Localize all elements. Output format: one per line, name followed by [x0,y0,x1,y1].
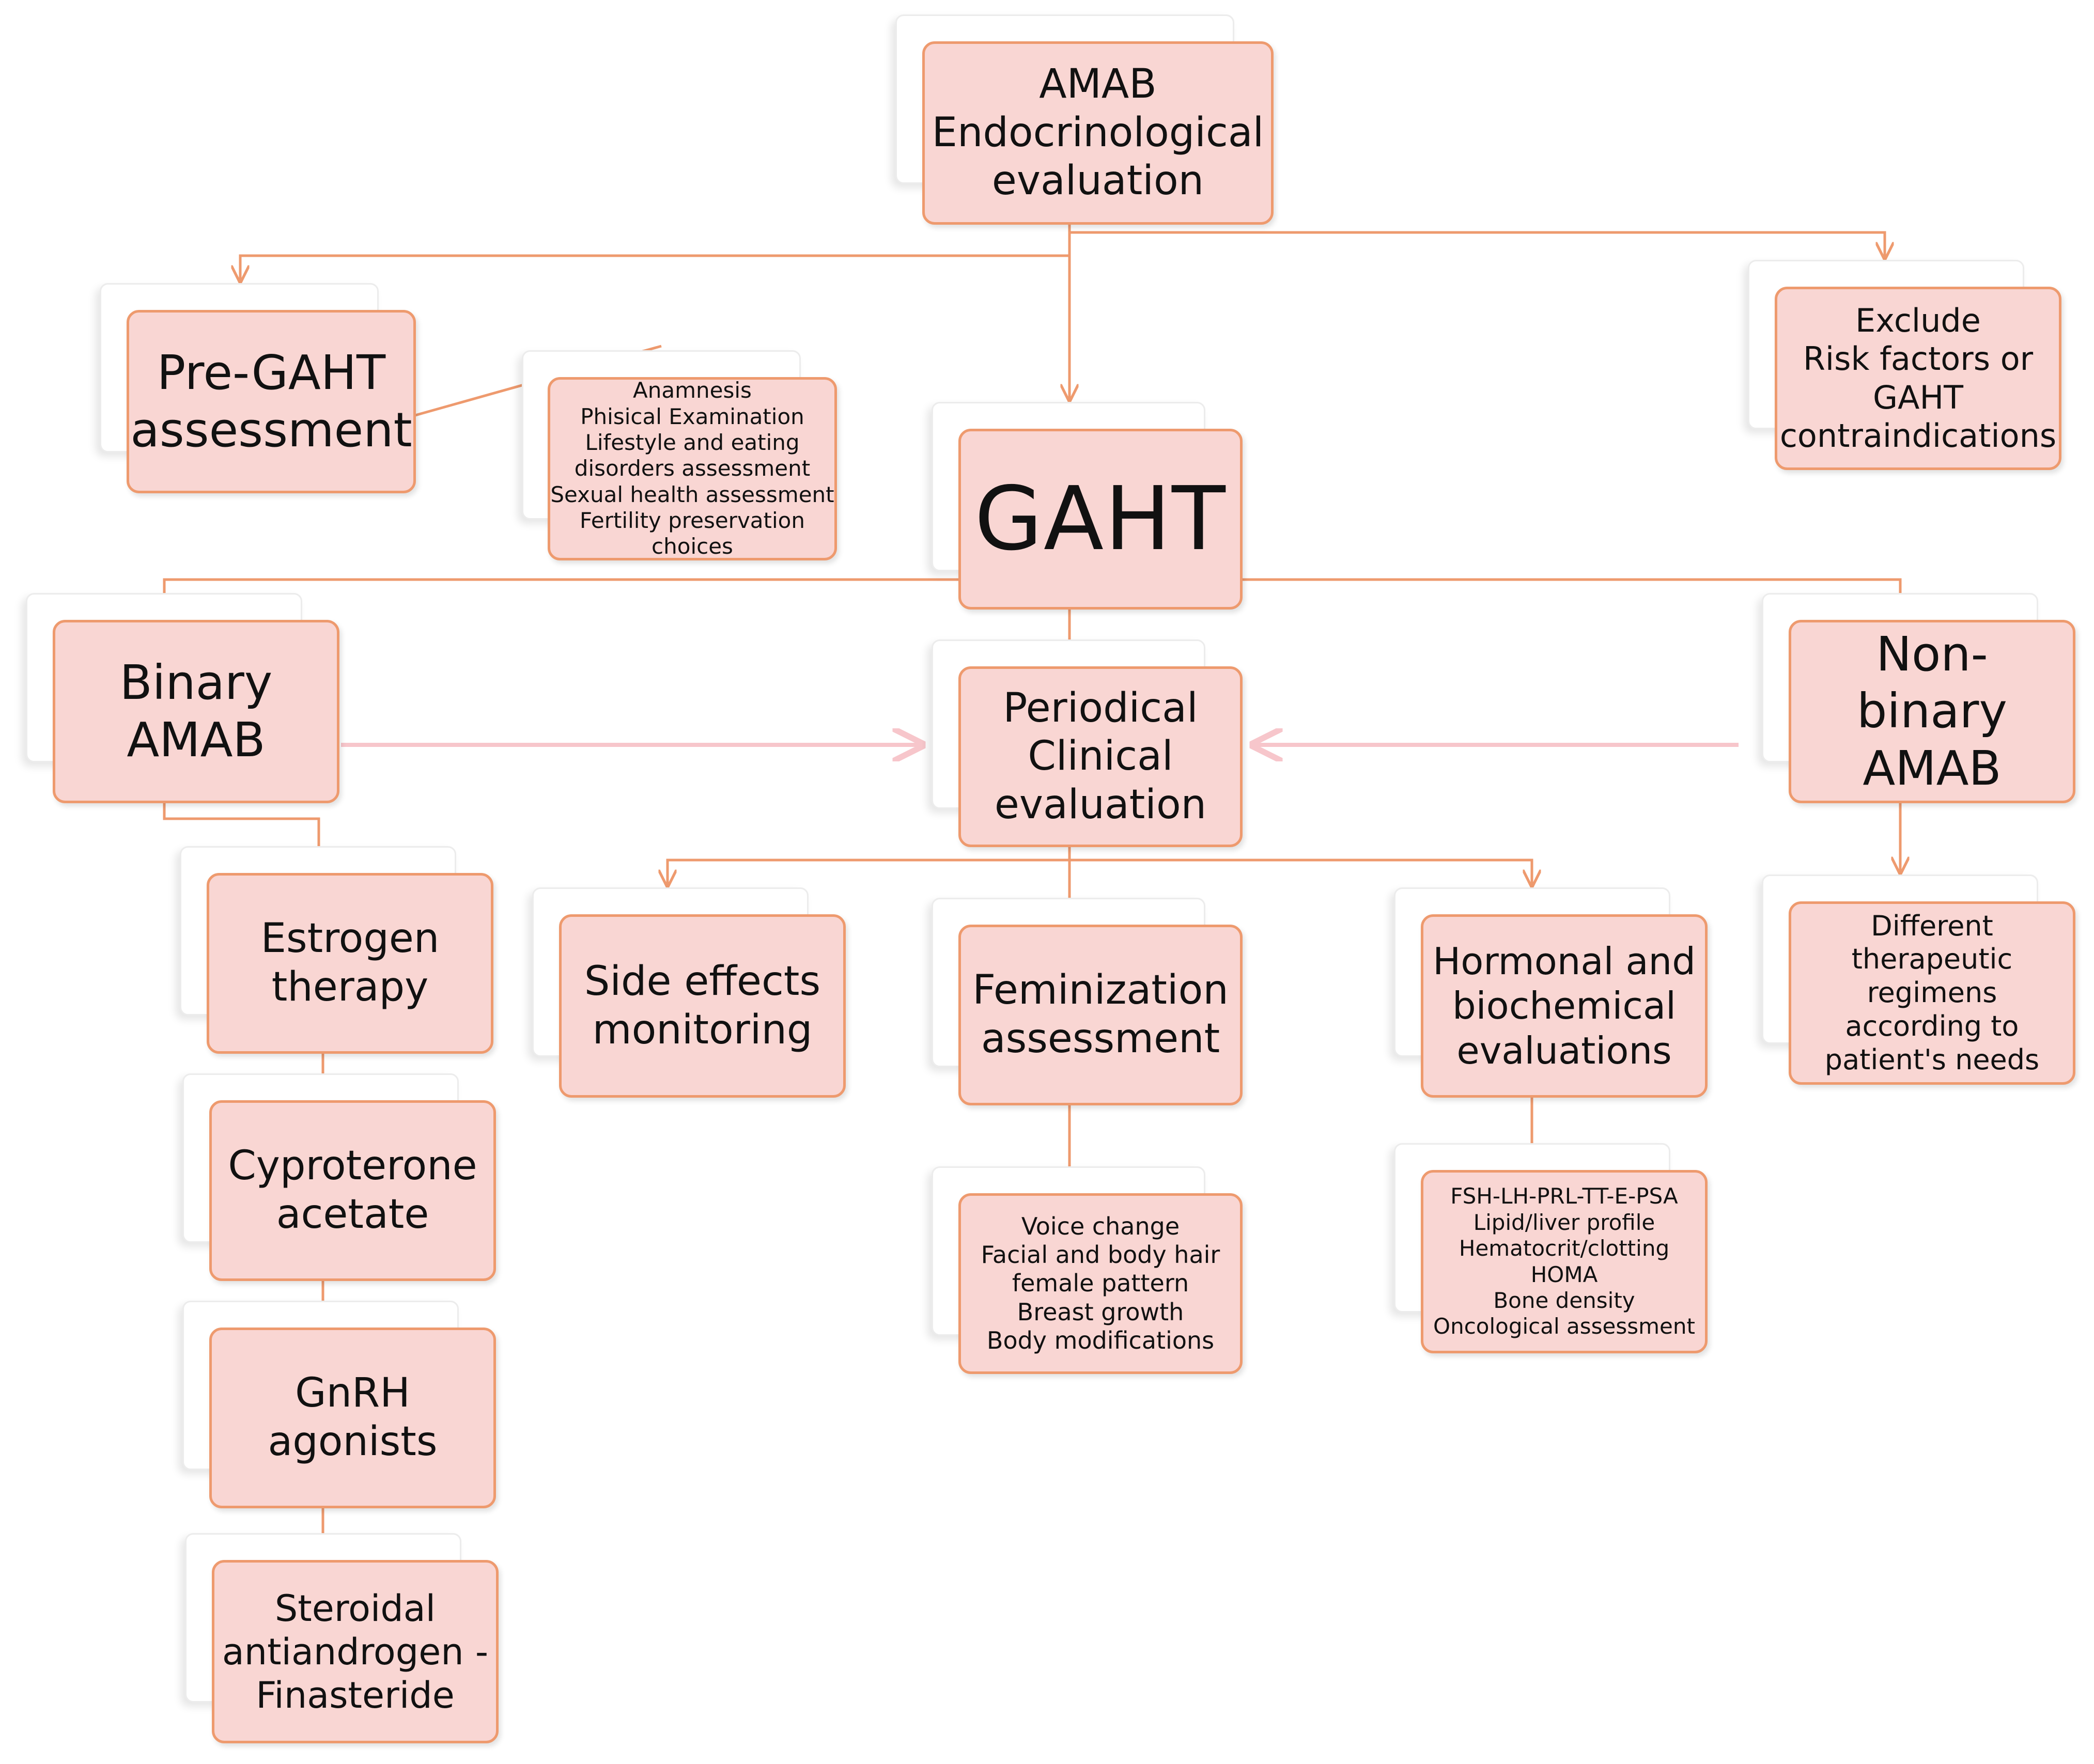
text-line: evaluation [991,158,1204,205]
text-line: assessment [981,1016,1220,1062]
text-line: AMAB [1863,740,2002,796]
text-line: antiandrogen - [222,1630,489,1673]
text-line: Clinical [1028,733,1173,780]
node-non-binary-amab: Non- binary AMAB [1762,593,2075,803]
text-line: Sexual health assessment [550,481,834,507]
text-line: evaluation [994,781,1207,828]
node-hormonal-biochemical-evaluations: Hormonal and biochemical evaluations [1394,887,1708,1098]
text-line: HOMA [1530,1261,1598,1287]
node-gnrh-agonists: GnRH agonists [182,1301,496,1508]
text-line: biochemical [1452,984,1677,1028]
text-line: patient's needs [1824,1043,2040,1076]
text-line: Endocrinological [932,109,1264,156]
text-line: choices [652,534,733,559]
connector-to-hormonal [1069,858,1532,886]
connector-to-exclude [1068,231,1885,258]
text-line: Non- [1876,626,1988,682]
text-line: Finasteride [256,1674,455,1716]
connector-to-side-effects [668,858,1069,886]
text-line: Hormonal and [1433,939,1696,983]
node-hormonal-details: FSH-LH-PRL-TT-E-PSA Lipid/liver profile … [1394,1143,1708,1353]
text-line: GAHT [974,468,1227,570]
node-exclude-risk-factors: Exclude Risk factors or GAHT contraindic… [1748,260,2061,470]
text-line: GAHT [1873,378,1963,416]
node-estrogen-therapy: Estrogen therapy [180,846,493,1054]
text-line: Exclude [1855,301,1981,339]
text-line: Steroidal [274,1587,436,1630]
text-line: therapy [271,964,429,1010]
text-line: Breast growth [1017,1298,1184,1326]
text-line: Fertility preservation [580,508,805,534]
text-line: assessment [130,402,412,458]
node-cyproterone-acetate: Cyproterone acetate [182,1073,496,1281]
text-line: Bone density [1493,1287,1635,1313]
connector-binary-to-estrogen [163,803,319,870]
text-line: monitoring [592,1006,813,1053]
node-side-effects-monitoring: Side effects monitoring [532,887,846,1098]
node-feminization-assessment: Feminization assessment [932,898,1243,1105]
text-line: Lipid/liver profile [1473,1209,1655,1235]
text-line: AMAB [127,712,266,768]
text-line: regimens [1867,976,1997,1009]
node-feminization-details: Voice change Facial and body hair female… [932,1166,1243,1374]
text-line: acetate [276,1191,429,1238]
text-line: Oncological assessment [1433,1314,1695,1339]
text-line: Feminization [972,967,1229,1014]
text-line: Periodical [1003,684,1198,731]
text-line: Hematocrit/clotting [1459,1236,1670,1261]
text-line: disorders assessment [574,456,811,481]
text-line: contraindications [1779,416,2057,455]
text-line: therapeutic [1851,943,2013,976]
text-line: Pre-GAHT [157,345,386,401]
node-different-therapeutic-regimens: Different therapeutic regimens according… [1762,875,2075,1085]
node-binary-amab: Binary AMAB [26,593,339,803]
node-pre-gaht-assessment: Pre-GAHT assessment [100,283,416,493]
text-line: Facial and body hair [981,1241,1220,1269]
text-line: binary [1857,683,2007,739]
text-line: FSH-LH-PRL-TT-E-PSA [1450,1183,1678,1209]
node-steroidal-antiandrogen: Steroidal antiandrogen - Finasteride [185,1533,499,1743]
text-line: Cyproterone [228,1143,477,1190]
text-line: evaluations [1456,1028,1672,1072]
node-amab-endocrinological-evaluation: AMAB Endocrinological evaluation [895,14,1274,225]
text-line: Anamnesis [633,378,752,403]
text-line: Phisical Examination [580,403,804,429]
text-line: Binary [119,655,273,711]
node-gaht: GAHT [932,402,1243,610]
text-line: Different [1871,909,1993,942]
node-pre-gaht-details: Anamnesis Phisical Examination Lifestyle… [522,350,837,560]
text-line: Voice change [1021,1212,1180,1241]
text-line: Side effects [584,958,821,1005]
connector-to-pre-gaht [240,254,1069,282]
text-line: Risk factors or [1803,340,2034,378]
text-line: according to [1845,1009,2019,1042]
text-line: Estrogen [260,915,440,962]
text-line: Body modifications [986,1326,1215,1354]
text-line: female pattern [1012,1269,1189,1298]
text-line: GnRH [295,1370,410,1417]
text-line: Lifestyle and eating [585,429,800,455]
text-line: AMAB [1039,61,1157,108]
node-periodical-clinical-evaluation: Periodical Clinical evaluation [932,639,1243,847]
text-line: agonists [268,1418,438,1465]
